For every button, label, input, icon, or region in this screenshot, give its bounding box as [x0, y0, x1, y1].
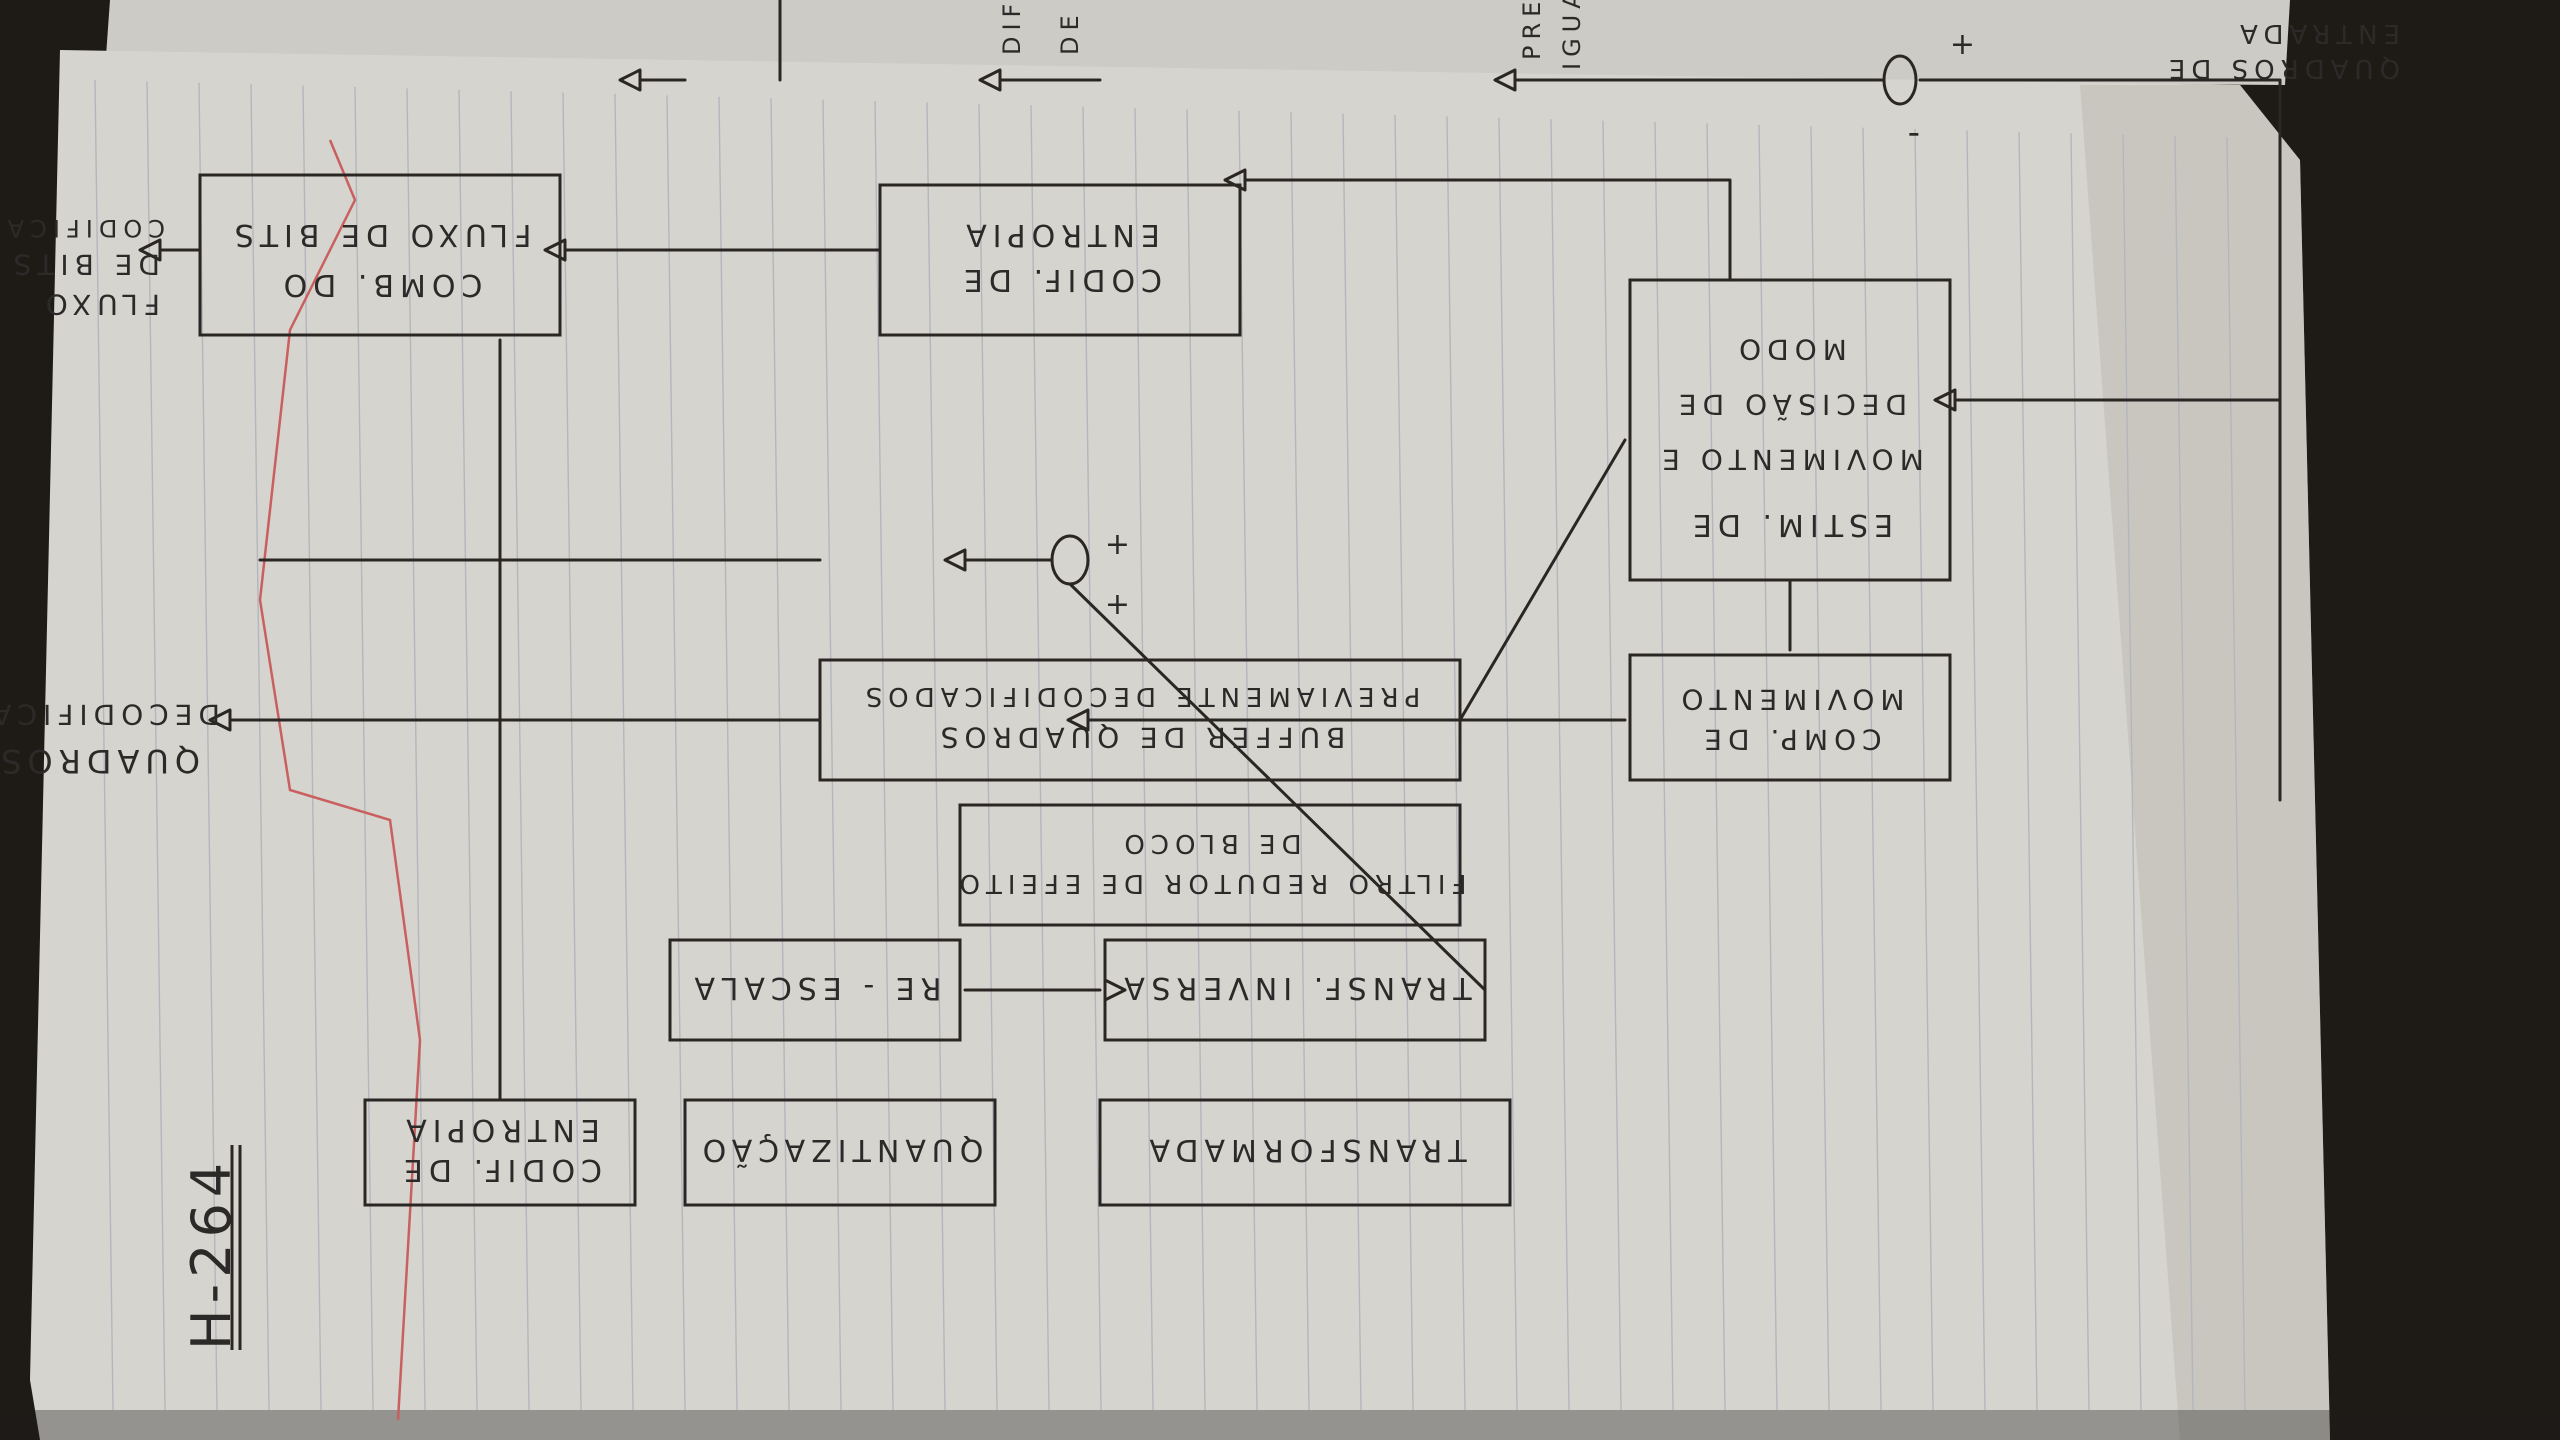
svg-text:CODIFICADO: CODIFICADO [0, 214, 165, 242]
ruled-line [926, 102, 946, 1411]
ruled-line [354, 86, 374, 1411]
ruled-line [1030, 105, 1050, 1411]
ruled-line [770, 98, 790, 1411]
ruled-line [1810, 126, 1830, 1411]
block-comb-fluxo-bits: COMB. DO FLUXO DE BITS [198, 173, 562, 337]
block-quantizacao: QUANTIZAÇÃO [683, 1098, 997, 1207]
page-fragment-d: IGUA [1558, 0, 1586, 70]
svg-text:QUANTIZAÇÃO: QUANTIZAÇÃO [697, 1132, 984, 1168]
ruled-line [510, 91, 530, 1411]
svg-text:ENTROPIA: ENTROPIA [400, 1112, 600, 1147]
svg-text:QUADROS: QUADROS [0, 742, 200, 780]
ruled-line [1446, 116, 1466, 1411]
label-quadros-decodificados: QUADROS DECODIFICADOS [0, 698, 220, 780]
ruled-line [1290, 112, 1310, 1411]
ruled-line [458, 89, 478, 1411]
ruled-line [2174, 135, 2194, 1411]
ruled-line [614, 93, 634, 1411]
svg-text:FILTRO REDUTOR DE EFEITO: FILTRO REDUTOR DE EFEITO [954, 868, 1467, 898]
svg-text:QUADROS DE: QUADROS DE [2163, 53, 2400, 83]
svg-text:PREVIAMENTE DECODIFICADOS: PREVIAMENTE DECODIFICADOS [860, 681, 1421, 711]
ruled-line [146, 81, 166, 1411]
svg-text:-: - [1902, 116, 1920, 156]
svg-text:ENTRADA: ENTRADA [2234, 18, 2400, 48]
ruled-line [302, 85, 322, 1411]
red-margin-line [258, 139, 422, 1421]
page-fragment-c: PRE [1518, 0, 1546, 60]
svg-text:CODIF. DE: CODIF. DE [958, 262, 1162, 297]
ruled-line [1758, 124, 1778, 1411]
block-comp-movimento: COMP. DE MOVIMENTO [1628, 653, 1952, 782]
ruled-line [2070, 133, 2090, 1411]
page-fragment-a: DIF [998, 0, 1026, 55]
ruled-line [250, 84, 270, 1411]
block-re-escala: RE - ESCALA [668, 938, 962, 1042]
svg-text:RE - ESCALA: RE - ESCALA [688, 970, 941, 1005]
svg-text:COMP. DE: COMP. DE [1698, 723, 1881, 756]
ruled-line [1966, 130, 1986, 1411]
ruled-line [198, 82, 218, 1411]
svg-text:MOVIMENTO E: MOVIMENTO E [1656, 443, 1924, 476]
ruled-line [874, 100, 894, 1411]
main-page [30, 50, 2330, 1440]
arrow-heads [138, 68, 1957, 1002]
svg-text:CODIF. DE: CODIF. DE [398, 1152, 602, 1187]
ruled-line [822, 99, 842, 1411]
svg-text:+: + [1099, 527, 1130, 562]
svg-text:ESTIM. DE: ESTIM. DE [1687, 507, 1893, 542]
svg-text:DE BLOCO: DE BLOCO [1118, 828, 1301, 858]
svg-text:COMB. DO: COMB. DO [278, 267, 483, 302]
svg-text:DECISÃO DE: DECISÃO DE [1673, 388, 1907, 421]
label-quadros-entrada: QUADROS DE ENTRADA [2163, 18, 2400, 83]
ruled-line [1134, 107, 1154, 1411]
ruled-line [666, 95, 686, 1411]
ruled-line [1342, 113, 1362, 1411]
ruled-line [94, 79, 114, 1411]
ruled-line [1498, 117, 1518, 1411]
block-codif-entropia-main: CODIF. DE ENTROPIA [363, 1098, 637, 1207]
ruled-line [562, 92, 582, 1411]
summing-junction-bottom: + - [1882, 27, 1975, 156]
ruled-line [1394, 114, 1414, 1411]
svg-text:TRANSFORMADA: TRANSFORMADA [1143, 1132, 1467, 1167]
connectors [158, 0, 2282, 1102]
svg-text:+: + [1944, 27, 1975, 62]
svg-text:DECODIFICADOS: DECODIFICADOS [0, 698, 220, 731]
ruled-line [1082, 106, 1102, 1411]
ruled-line [1602, 120, 1622, 1411]
svg-text:BUFFER DE QUADROS: BUFFER DE QUADROS [935, 721, 1346, 754]
ruled-line [2122, 134, 2142, 1411]
svg-text:MOVIMENTO: MOVIMENTO [1675, 683, 1904, 716]
ruled-line [718, 96, 738, 1411]
block-estim-movimento: ESTIM. DE MOVIMENTO E DECISÃO DE MODO [1628, 278, 1952, 582]
ruled-line [2018, 131, 2038, 1411]
svg-text:TRANSF. INVERSA: TRANSF. INVERSA [1118, 970, 1472, 1005]
ruled-line [1550, 119, 1570, 1411]
ruled-line [1654, 121, 1674, 1411]
label-fluxo-bits-codificado: FLUXO DE BITS CODIFICADO [0, 214, 165, 321]
svg-text:ENTROPIA: ENTROPIA [960, 217, 1160, 252]
ruled-line [1186, 109, 1206, 1411]
page-title-group: H-264 [180, 1145, 243, 1350]
block-transformada: TRANSFORMADA [1098, 1098, 1512, 1207]
ruled-lines [94, 79, 2246, 1411]
h264-encoder-diagram: CODIF. DE ENTROPIA QUANTIZAÇÃO TRANSFORM… [0, 0, 2400, 1207]
ruled-line [1706, 123, 1726, 1411]
ruled-line [1238, 110, 1258, 1411]
ruled-line [1914, 128, 1934, 1411]
page-shadow [2080, 85, 2330, 1440]
ruled-line [2226, 137, 2246, 1411]
page-title: H-264 [180, 1157, 243, 1350]
svg-text:DE BITS: DE BITS [8, 248, 161, 281]
ruled-line [406, 88, 426, 1411]
ruled-line [1862, 127, 1882, 1411]
svg-text:MODO: MODO [1733, 333, 1847, 366]
page-fragment-b: DE [1056, 9, 1084, 55]
block-codif-entropia-side: CODIF. DE ENTROPIA [878, 183, 1242, 337]
block-filtro-redutor: FILTRO REDUTOR DE EFEITO DE BLOCO [954, 803, 1467, 927]
svg-text:FLUXO DE BITS: FLUXO DE BITS [229, 217, 532, 252]
svg-text:FLUXO: FLUXO [40, 288, 160, 321]
